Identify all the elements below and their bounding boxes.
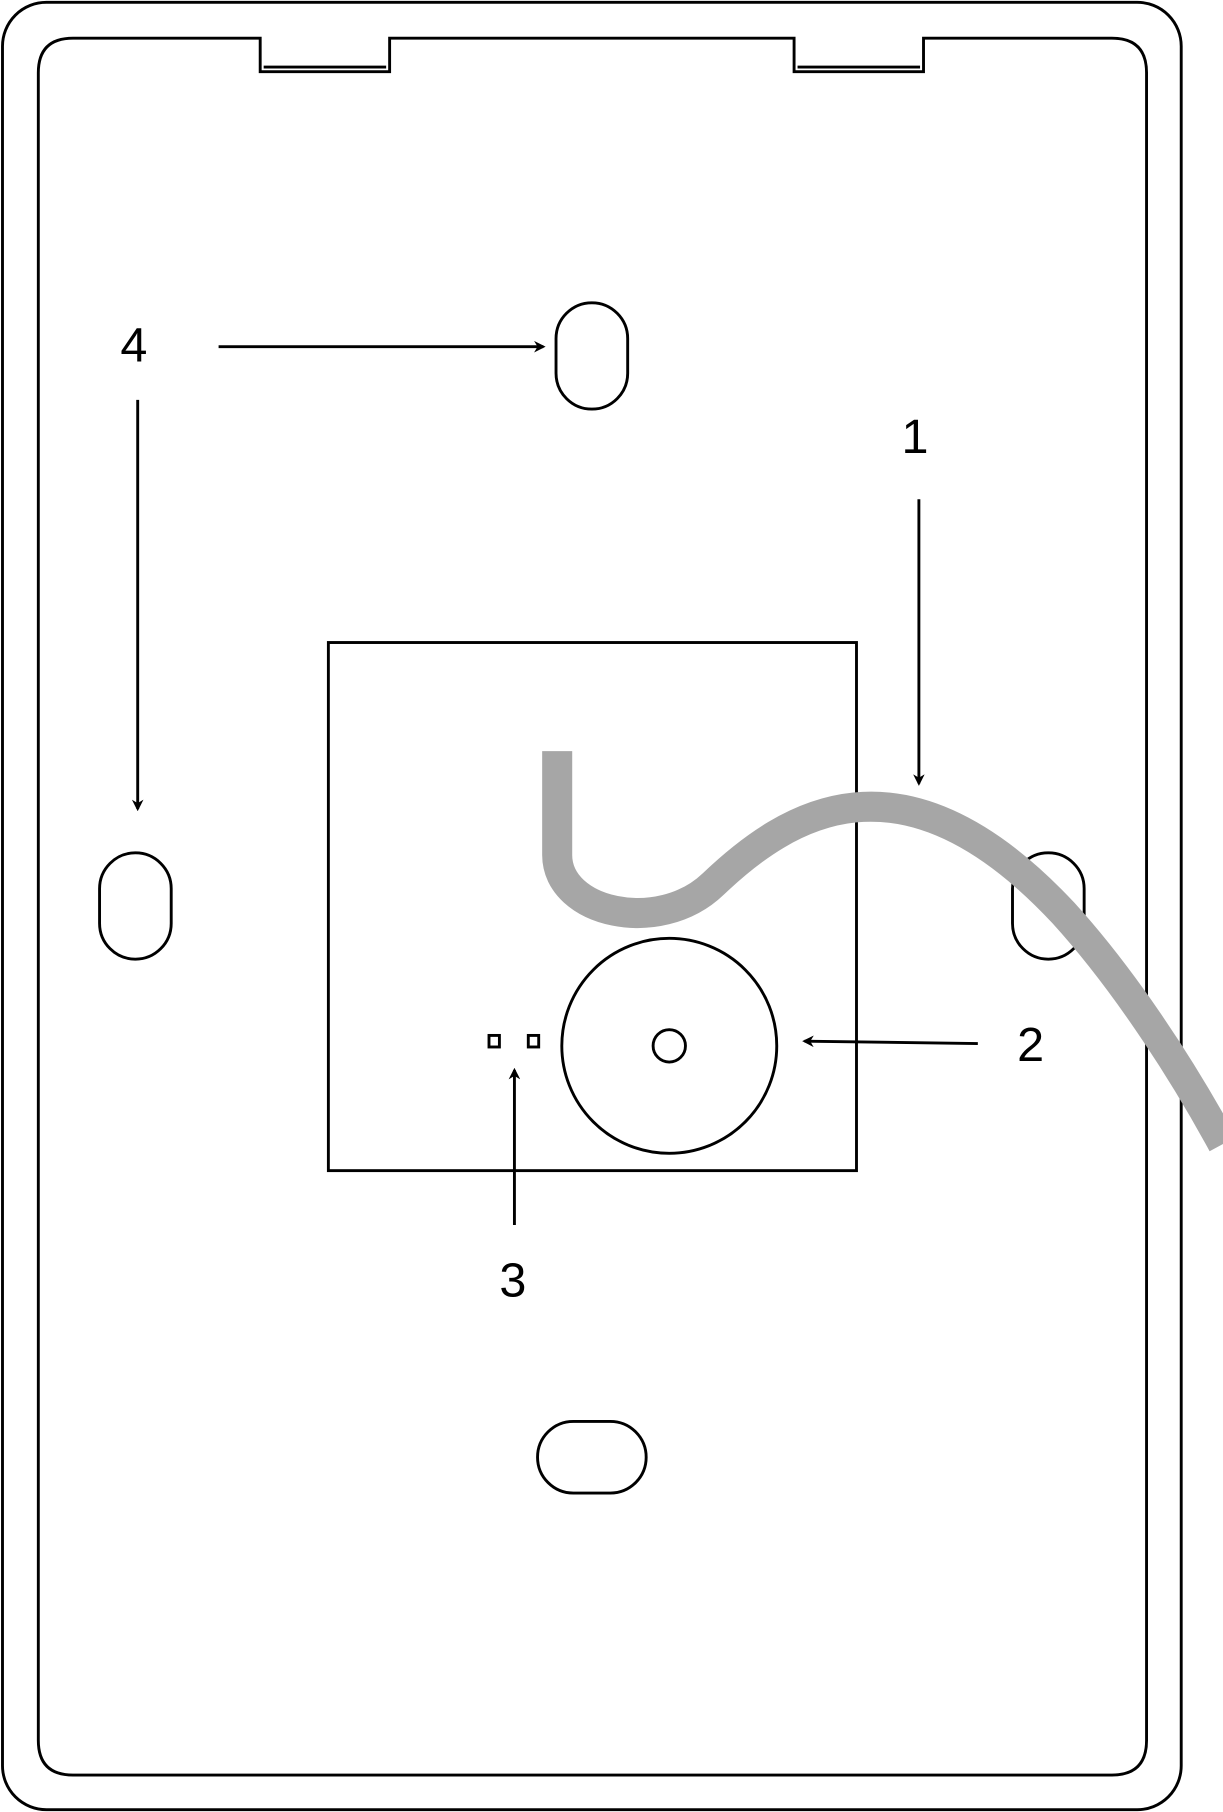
inner-housing <box>36 36 1148 1777</box>
label-2: 2 <box>1017 1018 1044 1072</box>
arrow-2 <box>802 1035 978 1048</box>
back-plate <box>326 641 858 1173</box>
label-3: 3 <box>499 1254 526 1308</box>
jumper-pin-right <box>526 1033 541 1049</box>
mounting-hole-top <box>554 301 630 411</box>
mounting-hole-left <box>98 851 173 961</box>
tamper-switch-center <box>651 1028 687 1064</box>
tamper-switch <box>560 936 779 1155</box>
mounting-hole-bottom <box>536 1419 648 1495</box>
label-4: 4 <box>120 319 147 373</box>
cable <box>542 751 1223 1152</box>
label-1: 1 <box>902 410 929 464</box>
jumper-pin-left <box>487 1033 501 1049</box>
mounting-hole-right <box>1011 851 1086 961</box>
outer-housing <box>1 0 1183 1812</box>
